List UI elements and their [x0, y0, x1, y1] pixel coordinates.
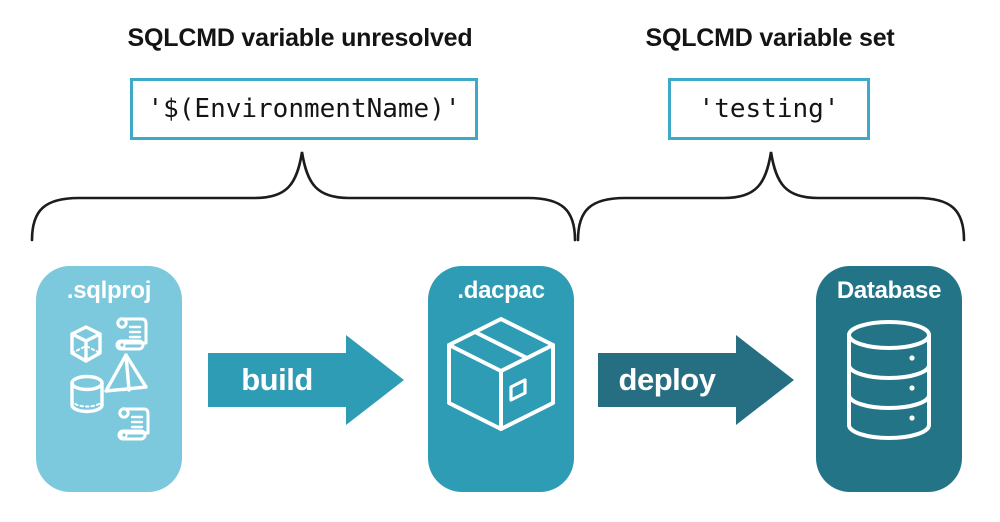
- sqlproj-card-label: .sqlproj: [66, 277, 152, 304]
- dacpac-card-label: .dacpac: [457, 277, 545, 304]
- script-scroll-icon: [117, 407, 150, 441]
- build-arrow: build: [208, 335, 404, 425]
- code-box-testing: 'testing': [668, 78, 870, 140]
- dacpac-card: .dacpac: [428, 266, 574, 492]
- database-card-label: Database: [836, 277, 942, 304]
- code-testing: 'testing': [698, 94, 840, 124]
- deploy-arrow-label: deploy: [618, 362, 716, 397]
- pyramid-icon: [104, 353, 148, 393]
- cube-icon: [70, 325, 102, 363]
- sqlproj-card: .sqlproj: [36, 266, 182, 492]
- cylinder-icon: [70, 374, 104, 414]
- heading-variable-set: SQLCMD variable set: [645, 24, 895, 52]
- build-arrow-label: build: [241, 362, 313, 397]
- code-box-environment-name: '$(EnvironmentName)': [130, 78, 478, 140]
- left-curly-brace: [30, 151, 577, 242]
- database-card: Database: [816, 266, 962, 492]
- package-box-icon: [447, 317, 555, 431]
- script-scroll-icon: [115, 317, 148, 351]
- heading-variable-unresolved: SQLCMD variable unresolved: [127, 24, 473, 52]
- sql-objects-icon-group: [70, 317, 150, 441]
- right-block-arrow-icon: [208, 335, 404, 425]
- code-environment-name: '$(EnvironmentName)': [147, 94, 461, 124]
- database-cylinder-icon: [847, 320, 931, 440]
- right-block-arrow-icon: [598, 335, 794, 425]
- deploy-arrow: deploy: [598, 335, 794, 425]
- right-curly-brace: [576, 151, 966, 242]
